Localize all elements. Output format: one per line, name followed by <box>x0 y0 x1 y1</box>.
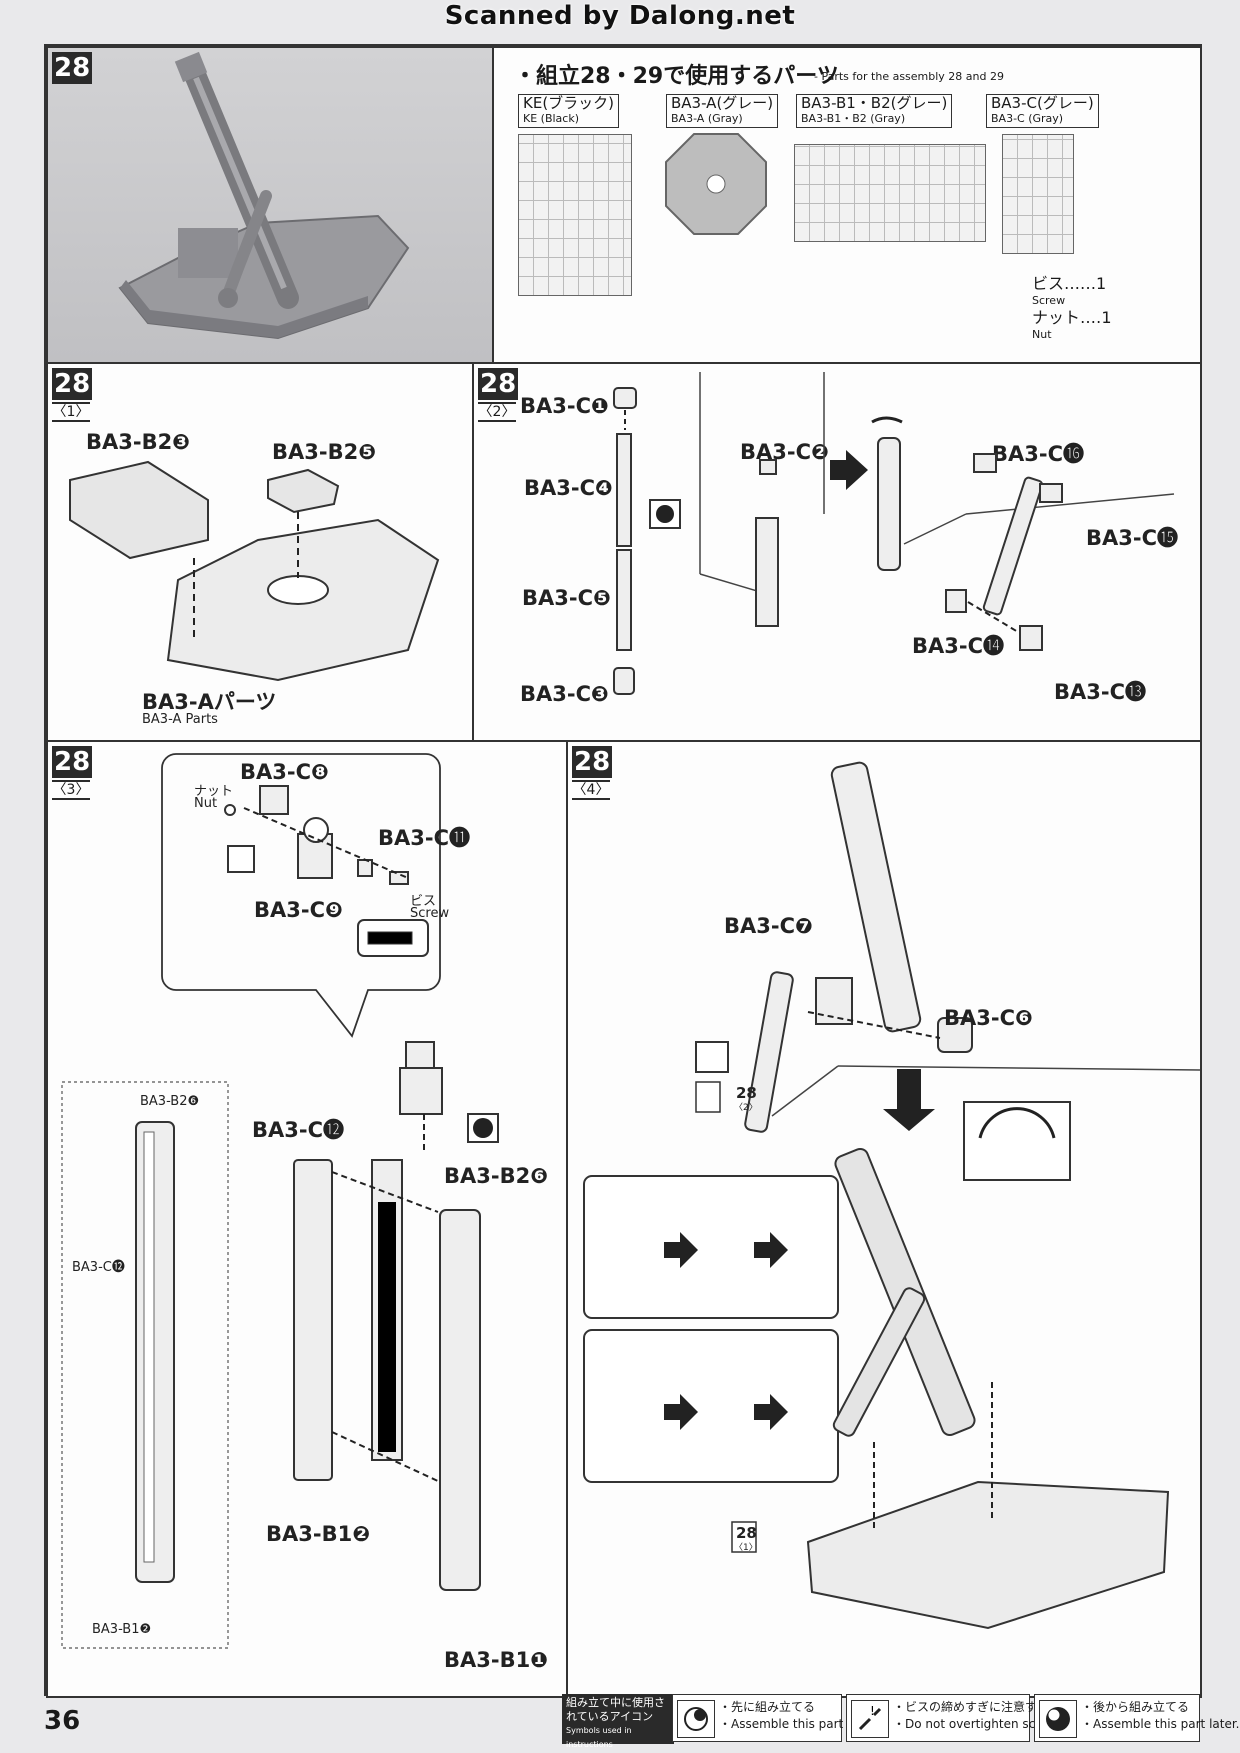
label-ba3-a-parts: BA3-Aパーツ <box>142 690 277 714</box>
legend-assemble-first-en: ・Assemble this part first. <box>719 1717 875 1731</box>
sprue-ba3a-image <box>665 133 767 235</box>
label-ba3-b2-5: BA3-B2❺ <box>272 440 376 464</box>
step-number-main: 28 <box>52 52 93 84</box>
assemble-first-icon <box>677 1700 715 1738</box>
label-ba3-c-3: BA3-C❸ <box>520 682 609 706</box>
legend-screw-caution-jp: ・ビスの締めすぎに注意する <box>893 1700 1050 1714</box>
nut-count-en: Nut <box>1032 328 1052 341</box>
screw-count: ビス‥‥‥1 Screw <box>1032 270 1106 307</box>
sprue-label-ba3b: BA3-B1・B2(グレー) BA3-B1・B2 (Gray) <box>796 94 953 128</box>
step-28-1-panel: 28 〈1〉 BA3-B2❸ BA3-B2❺ BA3-Aパーツ BA3-A Pa… <box>46 362 478 746</box>
label-screw-jp: ビス <box>410 894 437 909</box>
stand-photo <box>48 48 492 362</box>
sprue-label-ba3c-en: BA3-C (Gray) <box>991 112 1064 125</box>
legend-title-jp: 組み立て中に使用されているアイコン <box>566 1696 665 1723</box>
assemble-later-icon <box>1039 1700 1077 1738</box>
legend-assemble-later-jp: ・後から組み立てる <box>1081 1700 1190 1714</box>
stand-final-illustration <box>583 761 1200 1630</box>
ref-step-28-2-sub: 〈2〉 <box>734 1103 758 1113</box>
label-ba3-c-4: BA3-C❹ <box>524 476 613 500</box>
sprue-label-ba3b-jp: BA3-B1・B2(グレー) <box>801 94 948 112</box>
sprue-label-ba3c-jp: BA3-C(グレー) <box>991 94 1094 112</box>
label-ba3-c-2: BA3-C❷ <box>740 440 829 464</box>
base-assembly-illustration <box>69 460 440 682</box>
sprue-label-ba3a-en: BA3-A (Gray) <box>671 112 743 125</box>
parts-panel: ・組立28・29で使用するパーツ - Parts for the assembl… <box>492 46 1202 368</box>
step-number-28-4: 28 <box>572 746 613 778</box>
screw-count-jp: ビス‥‥‥1 <box>1032 274 1107 293</box>
legend-assemble-later-en: ・Assemble this part later. <box>1081 1717 1240 1731</box>
screw-count-en: Screw <box>1032 294 1066 307</box>
inset-label-ba3-c-12: BA3-C⓬ <box>72 1260 125 1275</box>
callout-bubble <box>61 753 499 1649</box>
label-ba3-c-12: BA3-C⓬ <box>252 1118 344 1142</box>
step-28-3-panel: 28 〈3〉 <box>46 740 572 1698</box>
page-number: 36 <box>44 1706 81 1736</box>
step-number-28-1: 28 <box>52 368 93 400</box>
legend-screw-caution: ! ・ビスの締めすぎに注意する ・Do not overtighten scre… <box>846 1694 1067 1742</box>
step-28-2-panel: 28 〈2〉 BA3-C❶ BA3-C❹ BA3-C❺ BA3-C❸ BA3-C… <box>472 362 1202 746</box>
legend-assemble-first-jp: ・先に組み立てる <box>719 1700 816 1714</box>
substep-3: 〈3〉 <box>52 780 90 800</box>
arm-assembly-illustration <box>613 372 1175 695</box>
page-footer: 36 組み立て中に使用されているアイコン Symbols used in ins… <box>0 1692 1240 1753</box>
label-nut-en: Nut <box>194 796 218 811</box>
step-number-28-3: 28 <box>52 746 93 778</box>
ref-step-28-2-num: 28 <box>736 1084 757 1102</box>
label-ba3-c-6: BA3-C❻ <box>944 1006 1033 1030</box>
label-ba3-c-13: BA3-C⓭ <box>1054 680 1146 704</box>
screw-caution-icon: ! <box>851 1700 889 1738</box>
sprue-label-ke: KE(ブラック) KE (Black) <box>518 94 620 128</box>
stand-photo-illustration <box>118 51 410 340</box>
sprue-label-ke-en: KE (Black) <box>523 112 580 125</box>
inset-label-ba3-b1-2: BA3-B1❷ <box>92 1622 152 1637</box>
legend-screw-caution-en: ・Do not overtighten screws. <box>893 1717 1068 1731</box>
label-nut-jp: ナット <box>194 784 234 799</box>
step-28-4-panel: 28 〈4〉 BA3-C❼ <box>566 740 1202 1698</box>
photo-panel: 28 <box>46 46 498 368</box>
substep-2: 〈2〉 <box>478 402 516 422</box>
sprue-ba3b-image <box>794 144 986 242</box>
parts-title: ・組立28・29で使用するパーツ <box>514 64 839 89</box>
nut-count-jp: ナット‥‥1 <box>1032 308 1112 327</box>
label-ba3-c-11: BA3-C⓫ <box>378 826 470 850</box>
ref-step-28-1-num: 28 <box>736 1524 757 1542</box>
label-ba3-c-8: BA3-C❽ <box>240 760 329 784</box>
label-ba3-c-9: BA3-C❾ <box>254 898 343 922</box>
legend-assemble-first: ・先に組み立てる ・Assemble this part first. <box>672 1694 874 1742</box>
sprue-label-ba3c: BA3-C(グレー) BA3-C (Gray) <box>986 94 1099 128</box>
inset-label-ba3-b2-6: BA3-B2❻ <box>140 1094 200 1109</box>
step-number-28-2: 28 <box>478 368 519 400</box>
sprue-label-ba3b-en: BA3-B1・B2 (Gray) <box>801 112 906 125</box>
label-ba3-c-5: BA3-C❺ <box>522 586 611 610</box>
legend-title: 組み立て中に使用されているアイコン Symbols used in instru… <box>562 1694 674 1749</box>
label-ba3-c-7: BA3-C❼ <box>724 914 813 938</box>
legend-title-en: Symbols used in instructions <box>566 1726 632 1749</box>
label-ba3-b1-2: BA3-B1❷ <box>266 1522 370 1546</box>
label-ba3-a-parts-en: BA3-A Parts <box>142 712 218 727</box>
sprue-label-ke-jp: KE(ブラック) <box>523 94 615 112</box>
instruction-page: 28 ・組立28・29で使用するパーツ - Parts for the asse… <box>44 44 1202 1698</box>
svg-text:!: ! <box>870 1704 875 1718</box>
parts-subtitle: - Parts for the assembly 28 and 29 <box>814 70 1004 83</box>
label-ba3-b1-1: BA3-B1❶ <box>444 1648 548 1672</box>
sprue-ke-image <box>518 134 632 296</box>
label-ba3-c-16: BA3-C⓰ <box>992 442 1084 466</box>
sprue-label-ba3a: BA3-A(グレー) BA3-A (Gray) <box>666 94 779 128</box>
label-ba3-b2-6: BA3-B2❻ <box>444 1164 548 1188</box>
scanner-watermark: Scanned by Dalong.net <box>444 1 796 31</box>
sprue-ba3c-image <box>1002 134 1074 254</box>
nut-count: ナット‥‥1 Nut <box>1032 304 1112 341</box>
label-screw-en: Screw <box>410 906 450 921</box>
legend-assemble-later: ・後から組み立てる ・Assemble this part later. <box>1034 1694 1240 1742</box>
ref-step-28-1-sub: 〈1〉 <box>734 1543 758 1553</box>
sprue-label-ba3a-jp: BA3-A(グレー) <box>671 94 774 112</box>
label-ba3-c-1: BA3-C❶ <box>520 394 609 418</box>
substep-4: 〈4〉 <box>572 780 610 800</box>
label-ba3-c-14: BA3-C⓮ <box>912 634 1004 658</box>
label-ba3-c-15: BA3-C⓯ <box>1086 526 1178 550</box>
label-ba3-b2-3: BA3-B2❸ <box>86 430 190 454</box>
substep-1: 〈1〉 <box>52 402 90 422</box>
